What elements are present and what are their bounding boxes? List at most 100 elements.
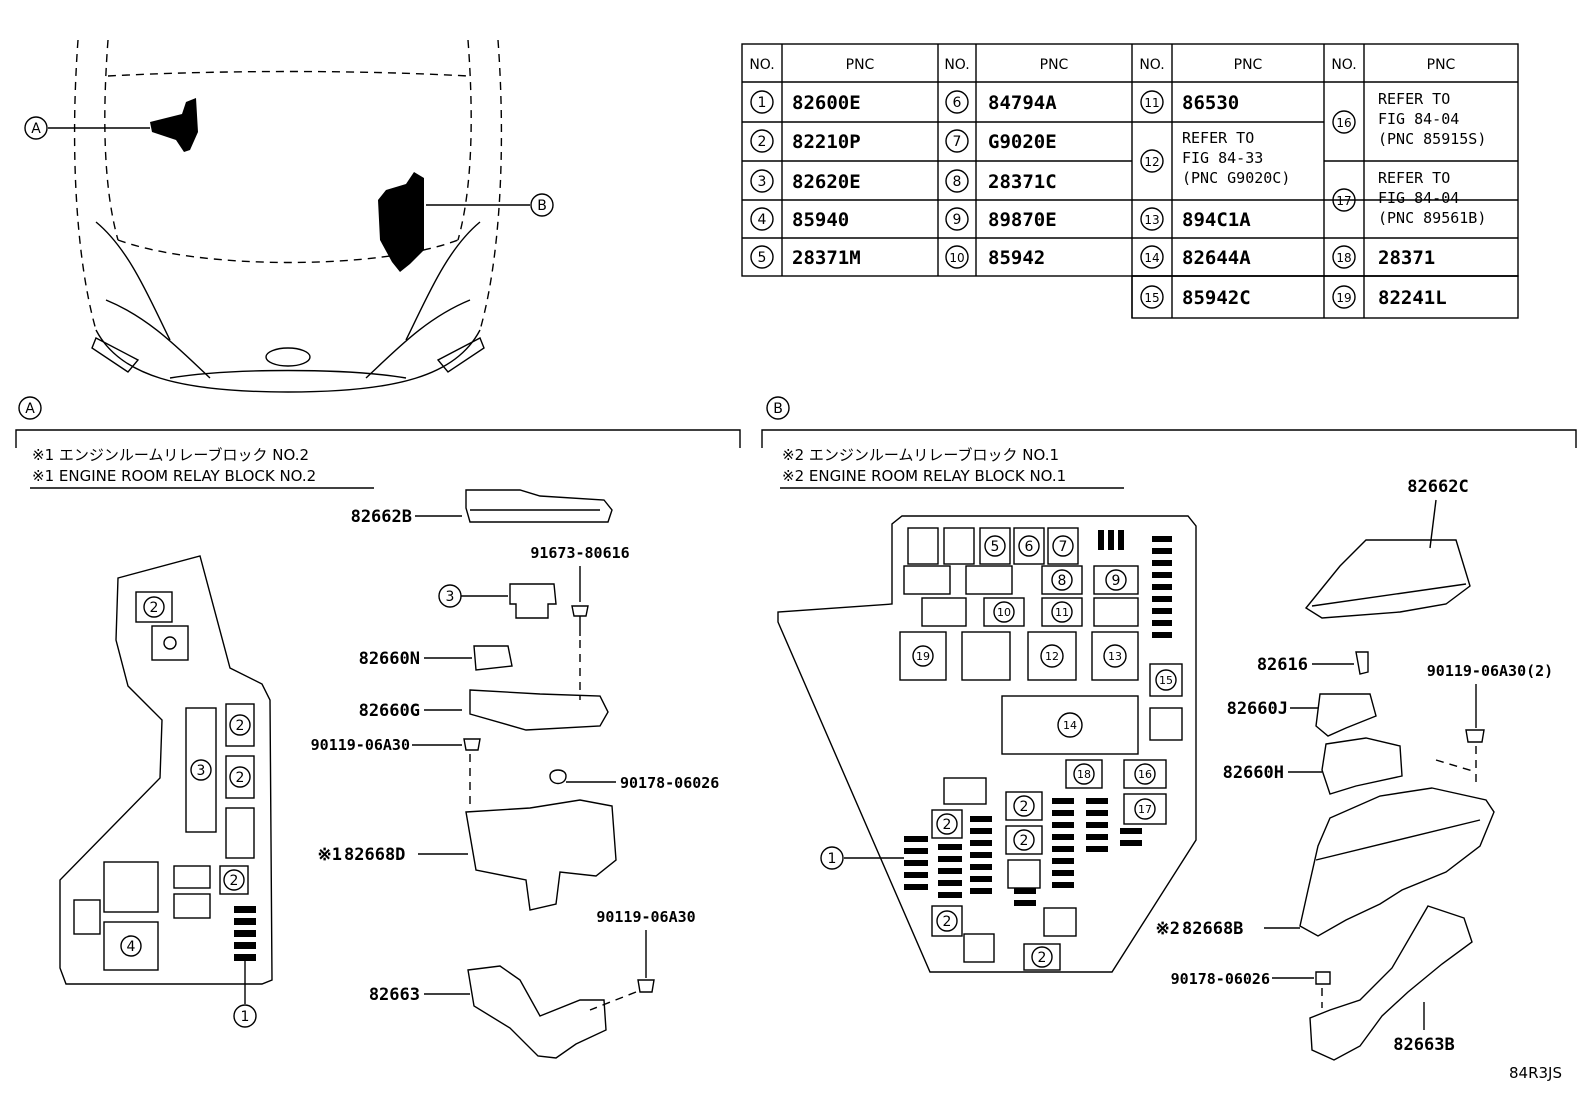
block-b-c2: 2 — [943, 817, 952, 833]
pnc-table: NO. PNC NO. PNC NO. PNC NO. PNC 1 82600E… — [741, 43, 1519, 319]
pnc-value: 28371M — [792, 247, 861, 269]
block-b-c13: 13 — [1108, 650, 1122, 663]
part-label-82662b: 82662B — [351, 507, 412, 527]
row-number: 16 — [1336, 116, 1351, 130]
pnc-value: 28371C — [988, 171, 1057, 193]
part-label-91673-80616: 91673-80616 — [530, 544, 629, 562]
row-number: 7 — [953, 134, 962, 150]
pnc-value: G9020E — [988, 131, 1057, 153]
block-b-c2: 2 — [1020, 833, 1029, 849]
part-label-82660j: 82660J — [1227, 699, 1288, 719]
pnc-value: 894C1A — [1182, 209, 1251, 231]
part-label-90119-06a30: 90119-06A30 — [311, 736, 410, 754]
section-b-caption-jp: ※2 エンジンルームリレーブロック NO.1 — [782, 446, 1059, 464]
col-no-header: NO. — [1331, 57, 1356, 73]
part-label-82663b: 82663B — [1393, 1035, 1454, 1055]
part-label-82663: 82663 — [369, 985, 420, 1005]
pnc-value: 82620E — [792, 171, 861, 193]
col-no-header: NO. — [944, 57, 969, 73]
block-b-c6: 6 — [1025, 539, 1034, 555]
part-label-82668b-prefix: ※2 — [1156, 919, 1180, 939]
col-no-header: NO. — [1139, 57, 1164, 73]
refer-line: REFER TO — [1378, 90, 1450, 108]
pnc-value: 28371 — [1378, 247, 1435, 269]
part-label-82668b: 82668B — [1182, 919, 1243, 939]
row-number: 3 — [758, 174, 767, 190]
part-label-82660n: 82660N — [359, 649, 420, 669]
block-b-c2: 2 — [1020, 799, 1029, 815]
row-number: 11 — [1144, 96, 1159, 110]
row-number: 19 — [1336, 291, 1351, 305]
row-number: 4 — [758, 212, 767, 228]
pnc-value: 86530 — [1182, 92, 1239, 114]
block-b-c2: 2 — [943, 914, 952, 930]
col-pnc-header: PNC — [846, 57, 875, 73]
block-a-c2: 2 — [236, 770, 245, 786]
section-b-caption-en: ※2 ENGINE ROOM RELAY BLOCK NO.1 — [782, 467, 1066, 485]
block-b-c8: 8 — [1058, 573, 1067, 589]
block-a-c1: 1 — [241, 1009, 250, 1025]
block-b-c12: 12 — [1045, 650, 1059, 663]
section-a-caption-en: ※1 ENGINE ROOM RELAY BLOCK NO.2 — [32, 467, 316, 485]
section-b-marker: B — [773, 401, 783, 417]
row-number: 10 — [949, 251, 964, 265]
block-a-c2: 2 — [230, 873, 239, 889]
block-b-c11: 11 — [1055, 606, 1069, 619]
block-b-c16: 16 — [1138, 768, 1152, 781]
callout-3: 3 — [446, 589, 455, 605]
block-b-c9: 9 — [1112, 573, 1121, 589]
section-a-marker: A — [25, 401, 35, 417]
row-number: 13 — [1144, 213, 1159, 227]
relay-block-no1-cells: 5 6 7 8 9 10 11 19 12 13 — [899, 527, 1183, 971]
refer-line: (PNC G9020C) — [1182, 169, 1290, 187]
part-label-82668d: 82668D — [344, 845, 405, 865]
refer-line: REFER TO — [1378, 169, 1450, 187]
col-pnc-header: PNC — [1040, 57, 1069, 73]
block-a-c2: 2 — [236, 718, 245, 734]
row-number: 6 — [953, 95, 962, 111]
row-number: 1 — [758, 95, 767, 111]
block-b-c15: 15 — [1159, 674, 1173, 687]
block-b-c14: 14 — [1063, 719, 1077, 732]
block-b-c19: 19 — [916, 650, 930, 663]
refer-line: REFER TO — [1182, 129, 1254, 147]
pnc-value: 82241L — [1378, 287, 1447, 309]
pnc-value: 82644A — [1182, 247, 1251, 269]
part-label-90119-06a30-lower: 90119-06A30 — [596, 908, 695, 926]
block-a-c2: 2 — [150, 600, 159, 616]
part-label-82662c: 82662C — [1407, 477, 1468, 497]
pnc-value: 89870E — [988, 209, 1057, 231]
part-label-90178-06026-b: 90178-06026 — [1171, 970, 1270, 988]
block-b-c2: 2 — [1038, 950, 1047, 966]
section-a-caption-jp: ※1 エンジンルームリレーブロック NO.2 — [32, 446, 309, 464]
part-label-82668d-prefix: ※1 — [318, 845, 342, 865]
row-number: 17 — [1336, 194, 1351, 208]
section-b: B ※2 エンジンルームリレーブロック NO.1 ※2 ENGINE ROOM … — [761, 396, 1577, 1061]
block-a-c3: 3 — [197, 763, 206, 779]
row-number: 15 — [1144, 291, 1159, 305]
col-pnc-header: PNC — [1427, 57, 1456, 73]
pnc-value: 84794A — [988, 92, 1057, 114]
block-b-c7: 7 — [1059, 539, 1068, 555]
refer-line: FIG 84-33 — [1182, 149, 1263, 167]
refer-line: (PNC 85915S) — [1378, 130, 1486, 148]
part-label-82660h: 82660H — [1223, 763, 1284, 783]
refer-line: FIG 84-04 — [1378, 189, 1459, 207]
pnc-value: 82210P — [792, 131, 861, 153]
part-label-90178-06026: 90178-06026 — [620, 774, 719, 792]
col-pnc-header: PNC — [1234, 57, 1263, 73]
car-top-view: A B — [24, 39, 554, 393]
row-number: 18 — [1336, 251, 1351, 265]
section-a: A ※1 エンジンルームリレーブロック NO.2 ※1 ENGINE ROOM … — [15, 396, 741, 1059]
part-label-82616: 82616 — [1257, 655, 1308, 675]
row-number: 9 — [953, 212, 962, 228]
view-a-marker-label: A — [31, 121, 41, 137]
part-label-90119-06a30-2: 90119-06A30(2) — [1427, 662, 1553, 680]
block-b-c1: 1 — [828, 851, 837, 867]
block-b-c10: 10 — [997, 606, 1011, 619]
col-no-header: NO. — [749, 57, 774, 73]
refer-line: (PNC 89561B) — [1378, 209, 1486, 227]
figure-code: 84R3JS — [1509, 1064, 1562, 1082]
refer-line: FIG 84-04 — [1378, 110, 1459, 128]
